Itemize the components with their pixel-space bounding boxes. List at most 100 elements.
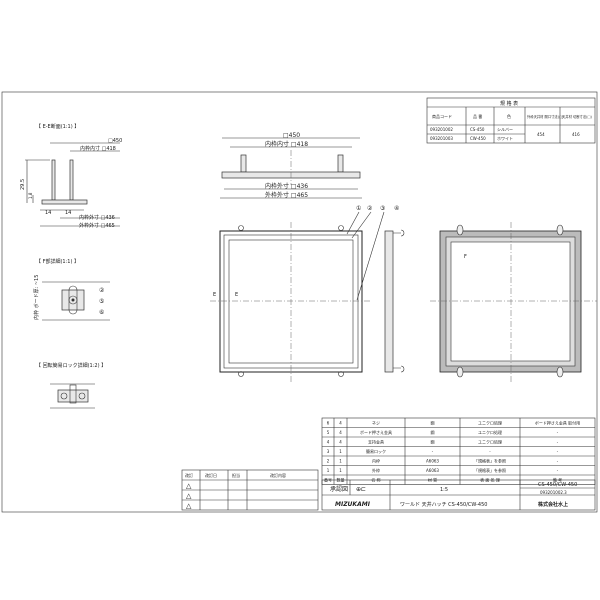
- parts-row-cell: 1: [339, 468, 342, 473]
- parts-header-cell: 数量: [337, 477, 345, 483]
- svg-text:CW-450: CW-450: [470, 136, 486, 141]
- parts-header-cell: 名 称: [371, 477, 380, 483]
- parts-row-cell: A6063: [426, 468, 439, 473]
- approval-label: 承認図: [330, 485, 348, 493]
- parts-row-cell: -: [557, 430, 559, 435]
- parts-row-cell: 鋼: [431, 439, 435, 445]
- svg-text:093201002.3: 093201002.3: [540, 490, 567, 495]
- lock-detail-title: 【 回転簡易ロック詳細(1:2) 】: [36, 362, 106, 369]
- svg-text:ワールド 天井ハッチ CS-450/CW-450: ワールド 天井ハッチ CS-450/CW-450: [400, 501, 487, 508]
- svg-text:1.8: 1.8: [28, 192, 33, 199]
- parts-row-cell: ユニクロ処理: [478, 420, 502, 426]
- parts-row-cell: -: [432, 449, 434, 454]
- parts-row-cell: A6063: [426, 459, 439, 464]
- svg-text:29.5: 29.5: [20, 179, 26, 190]
- svg-text:色: 色: [507, 113, 511, 119]
- revision-block: 改訂 改訂日 担当 改訂内容 △ △ △: [181, 469, 319, 511]
- svg-text:CS-450/CW-450: CS-450/CW-450: [538, 482, 577, 488]
- drawing-border: [1, 91, 598, 513]
- svg-text:内枠内寸 □418: 内枠内寸 □418: [80, 145, 116, 152]
- parts-row-cell: 1: [339, 459, 342, 464]
- parts-row-cell: 「規格表」を参照: [474, 458, 506, 464]
- ee-section-drawing: □450 内枠内寸 □418 29.5 1.8 14 14 内枠外寸 □436 …: [20, 138, 122, 229]
- svg-text:品 番: 品 番: [473, 113, 482, 119]
- mizukami-logo: MIZUKAMI: [335, 501, 371, 508]
- svg-text:外枠外寸 □465: 外枠外寸 □465: [79, 222, 115, 229]
- svg-text:E: E: [213, 292, 216, 298]
- parts-row-cell: ボード押さえ金具: [360, 429, 392, 435]
- parts-header-cell: 表 面 処 理: [480, 477, 500, 483]
- parts-row-cell: 6: [327, 421, 330, 426]
- svg-text:内枠外寸 □436: 内枠外寸 □436: [265, 182, 308, 190]
- parts-row-cell: -: [557, 440, 559, 445]
- svg-text:ホワイト: ホワイト: [497, 136, 513, 141]
- svg-text:F: F: [464, 254, 467, 260]
- svg-text:改訂: 改訂: [185, 472, 193, 478]
- svg-text:CS-450: CS-450: [470, 127, 485, 132]
- svg-text:②: ②: [99, 287, 105, 294]
- svg-text:E: E: [235, 292, 238, 298]
- svg-text:天井材 切断寸法(□): 天井材 切断寸法(□): [562, 114, 592, 119]
- parts-header-cell: 番号: [324, 477, 332, 483]
- parts-row-cell: -: [557, 459, 559, 464]
- svg-text:内枠外寸 □436: 内枠外寸 □436: [79, 214, 115, 221]
- svg-text:△: △: [186, 482, 192, 490]
- svg-text:1:5: 1:5: [440, 487, 448, 493]
- f-detail-drawing: ② ⑤ ⑥ 内枠 ボード厚: ~15: [33, 275, 110, 321]
- svg-text:商品コード: 商品コード: [432, 113, 452, 119]
- parts-row-cell: -: [489, 449, 491, 454]
- svg-text:093201003: 093201003: [430, 136, 453, 141]
- svg-text:△: △: [186, 492, 192, 500]
- svg-text:416: 416: [572, 132, 580, 137]
- parts-row-cell: 1: [339, 449, 342, 454]
- parts-row-cell: 外枠: [372, 467, 380, 473]
- parts-row-cell: 4: [339, 440, 342, 445]
- parts-row-cell: 1: [327, 468, 330, 473]
- parts-row-cell: ネジ: [372, 420, 380, 426]
- svg-text:担当: 担当: [232, 472, 240, 478]
- svg-text:外枠外寸 □465: 外枠外寸 □465: [265, 191, 308, 199]
- svg-text:①: ①: [356, 205, 361, 212]
- svg-text:内枠 ボード厚: ~15: 内枠 ボード厚: ~15: [33, 275, 40, 320]
- title-block: 承認図 ⊕⊏ 1:5 CS-450/CW-450 093201002.3 ワール…: [321, 479, 596, 511]
- svg-text:14: 14: [45, 210, 51, 216]
- ee-section-title: 【 E-E断面(1:1) 】: [36, 123, 79, 130]
- svg-text:改訂内容: 改訂内容: [270, 472, 286, 478]
- parts-row-cell: ユニクロ処理: [478, 439, 502, 445]
- parts-row-cell: 簡易ロック: [366, 448, 386, 454]
- parts-row-cell: ユニクロ処理: [478, 429, 502, 435]
- parts-row-cell: 4: [339, 421, 342, 426]
- svg-text:⑤: ⑤: [99, 298, 104, 305]
- parts-row-cell: 2: [327, 459, 330, 464]
- svg-text:外枠天井材 開口寸法(□): 外枠天井材 開口寸法(□): [527, 114, 563, 119]
- svg-text:△: △: [186, 502, 192, 510]
- svg-text:シルバー: シルバー: [497, 127, 513, 132]
- parts-header-cell: 備 考: [553, 477, 562, 483]
- parts-header-cell: 材 質: [428, 477, 437, 483]
- front-view: E E ① ② ③ ④: [210, 205, 399, 382]
- back-view: F: [430, 222, 597, 382]
- parts-row-cell: -: [557, 449, 559, 454]
- side-view: [384, 229, 405, 373]
- parts-row-cell: 内枠: [372, 458, 380, 464]
- svg-text:改訂日: 改訂日: [205, 472, 217, 478]
- svg-text:規 格 表: 規 格 表: [500, 100, 518, 107]
- svg-text:□450: □450: [108, 138, 122, 144]
- svg-text:内枠内寸 □418: 内枠内寸 □418: [265, 140, 308, 148]
- svg-text:株式会社水上: 株式会社水上: [538, 501, 568, 508]
- parts-row-cell: 3: [327, 449, 330, 454]
- parts-row-cell: 「規格表」を参照: [474, 467, 506, 473]
- svg-text:□450: □450: [283, 132, 300, 139]
- svg-text:093201002: 093201002: [430, 127, 453, 132]
- parts-row-cell: 鋼: [431, 429, 435, 435]
- projection-icon: ⊕⊏: [356, 486, 366, 493]
- svg-text:③: ③: [380, 205, 385, 212]
- svg-text:④: ④: [394, 205, 399, 212]
- parts-row-cell: ボード押さえ金具 取付用: [535, 420, 580, 426]
- parts-row-cell: 4: [339, 430, 342, 435]
- lock-detail-drawing: [50, 383, 95, 409]
- parts-row-cell: -: [557, 468, 559, 473]
- parts-row-cell: 5: [327, 430, 330, 435]
